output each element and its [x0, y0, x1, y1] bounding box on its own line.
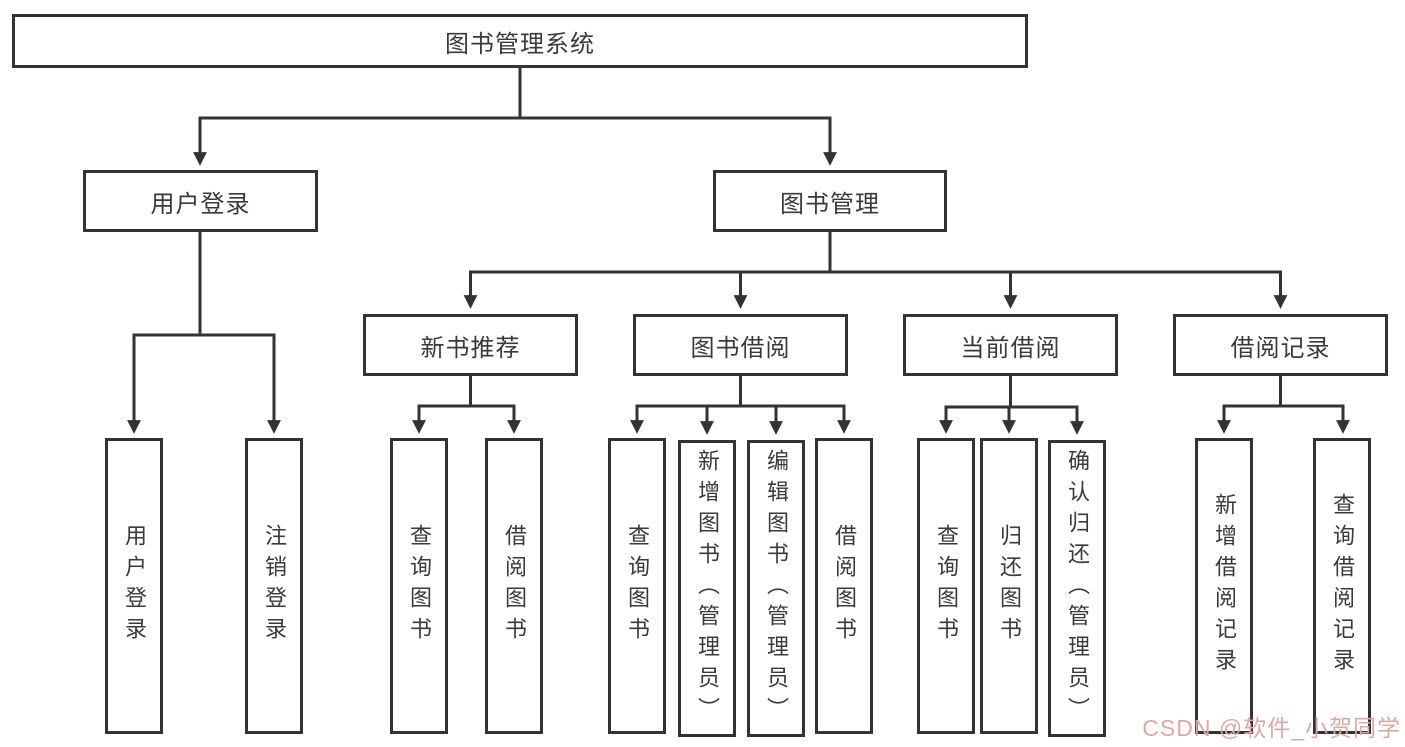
node-book-borrowing: 图书借阅	[633, 314, 848, 376]
leaf-label: 查询图书	[407, 524, 432, 648]
leaf-add-books-admin: 新增图书（管理员）	[678, 440, 736, 737]
leaf-label: 查询借阅记录	[1330, 493, 1355, 679]
leaf-label: 注销登录	[262, 524, 287, 648]
leaf-user-login: 用户登录	[105, 438, 163, 734]
leaf-label: 用户登录	[122, 524, 147, 648]
node-label: 当前借阅	[960, 334, 1061, 362]
leaf-label: 新增借阅记录	[1212, 493, 1237, 679]
node-label: 新书推荐	[420, 334, 521, 362]
leaf-return-books: 归还图书	[980, 438, 1038, 734]
leaf-confirm-return-admin: 确认归还（管理员）	[1048, 440, 1106, 737]
leaf-label: 借阅图书	[832, 524, 857, 648]
leaf-label: 借阅图书	[502, 524, 527, 648]
leaf-edit-books-admin: 编辑图书（管理员）	[747, 440, 805, 737]
leaf-label: 归还图书	[997, 524, 1022, 648]
leaf-add-borrow-record: 新增借阅记录	[1195, 438, 1253, 734]
leaf-label: 查询图书	[934, 524, 959, 648]
node-label: 借阅记录	[1230, 334, 1331, 362]
leaf-logout-login: 注销登录	[245, 438, 303, 734]
leaf-label: 查询图书	[625, 524, 650, 648]
leaf-label: 编辑图书（管理员）	[764, 449, 789, 728]
leaf-query-books-current: 查询图书	[917, 438, 975, 734]
leaf-label: 确认归还（管理员）	[1065, 449, 1090, 728]
node-current-borrowing: 当前借阅	[903, 314, 1118, 376]
leaf-query-books-borrowing: 查询图书	[608, 438, 666, 734]
node-label: 图书借阅	[690, 334, 791, 362]
node-user-login: 用户登录	[83, 170, 318, 232]
node-new-book-recommend: 新书推荐	[363, 314, 578, 376]
node-borrowing-records: 借阅记录	[1173, 314, 1388, 376]
leaf-query-borrow-record: 查询借阅记录	[1313, 438, 1371, 734]
node-root: 图书管理系统	[12, 14, 1028, 68]
node-label: 图书管理	[780, 190, 880, 218]
leaf-label: 新增图书（管理员）	[695, 449, 720, 728]
leaf-borrow-books-recommend: 借阅图书	[485, 438, 543, 734]
node-label: 图书管理系统	[445, 30, 595, 58]
leaf-borrow-books-borrowing: 借阅图书	[815, 438, 873, 734]
node-book-management: 图书管理	[713, 170, 947, 232]
leaf-query-books-recommend: 查询图书	[390, 438, 448, 734]
node-label: 用户登录	[150, 190, 251, 218]
